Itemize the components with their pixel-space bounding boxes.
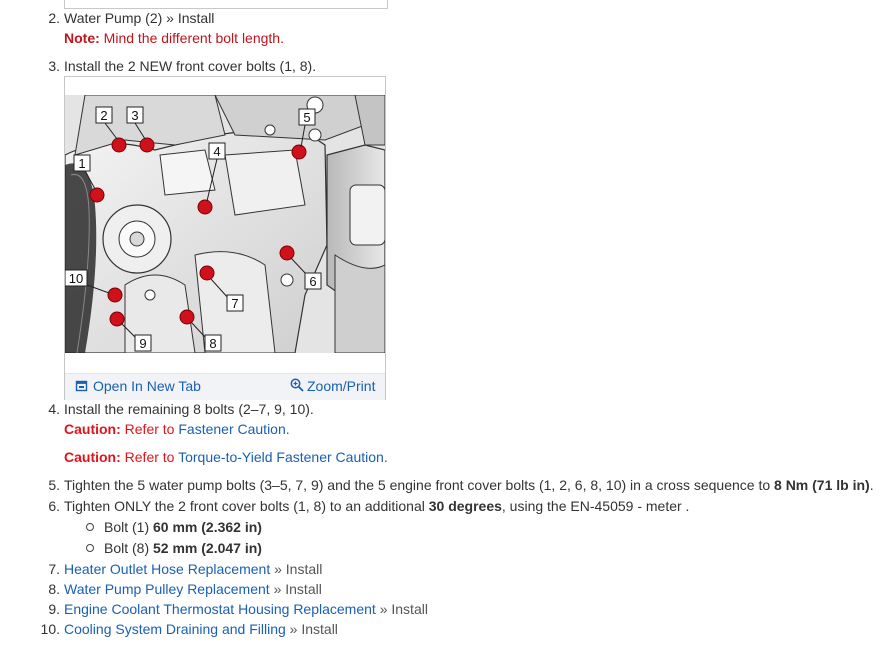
callout-4: 4 — [213, 144, 220, 159]
open-in-new-tab-label: Open In New Tab — [93, 378, 201, 394]
note-label: Note: — [64, 30, 100, 46]
callout-6: 6 — [309, 274, 316, 289]
callout-1: 1 — [78, 156, 85, 171]
step-number: 9. — [48, 601, 60, 617]
cooling-system-draining-link[interactable]: Cooling System Draining and Filling — [64, 621, 286, 637]
caution-prefix: Refer to — [124, 449, 175, 465]
step-text-a: Tighten the 5 water pump bolts (3–5, 7, … — [64, 477, 771, 493]
step-number: 2. — [48, 10, 60, 26]
caution-prefix: Refer to — [124, 421, 175, 437]
caution-suffix: . — [383, 449, 388, 465]
step-number: 7. — [48, 561, 60, 577]
torque-value: 8 Nm (71 lb in) — [774, 477, 870, 493]
torque-to-yield-caution-link[interactable]: Torque-to-Yield Fastener Caution — [178, 449, 384, 465]
install-suffix: » Install — [274, 561, 323, 577]
callout-9: 9 — [139, 336, 146, 351]
callout-2: 2 — [100, 108, 107, 123]
fastener-caution-link[interactable]: Fastener Caution — [178, 421, 286, 437]
callout-3: 3 — [131, 108, 138, 123]
step-number: 5. — [48, 477, 60, 493]
previous-figure-frame — [64, 0, 388, 9]
zoom-magnifier-icon — [290, 378, 304, 392]
step-text: Install the 2 NEW front cover bolts (1, … — [64, 58, 317, 74]
angle-value: 30 degrees — [428, 498, 502, 514]
install-suffix: » Install — [273, 581, 322, 597]
callout-5: 5 — [303, 110, 310, 125]
step-text: Install the remaining 8 bolts (2–7, 9, 1… — [64, 401, 314, 417]
engine-front-cover-diagram: 1 2 3 4 5 6 7 8 9 10 — [65, 95, 385, 353]
step-text-a: Tighten ONLY the 2 front cover bolts (1,… — [64, 498, 425, 514]
step-text-b: , using the EN-45059 - meter . — [501, 498, 690, 514]
bolt-diagram-figure: 1 2 3 4 5 6 7 8 9 10 Open I — [64, 76, 386, 400]
caution-suffix: . — [285, 421, 290, 437]
bolt-length: 60 mm (2.362 in) — [153, 519, 262, 535]
step-number: 4. — [48, 401, 60, 417]
bullet-icon — [86, 544, 94, 553]
install-suffix: » Install — [289, 621, 338, 637]
step-number: 10. — [40, 621, 60, 637]
callout-10: 10 — [69, 271, 83, 286]
bolt-callouts: 1 2 3 4 5 6 7 8 9 10 — [65, 106, 322, 352]
step-text-b: . — [869, 477, 874, 493]
step-text: Tighten the 5 water pump bolts (3–5, 7, … — [64, 475, 874, 495]
step-number: 8. — [48, 581, 60, 597]
step-text: Water Pump (2) » Install — [64, 10, 215, 26]
bolt-length: 52 mm (2.047 in) — [153, 540, 262, 556]
open-in-new-tab-button[interactable]: Open In New Tab — [75, 378, 201, 394]
open-new-tab-icon — [75, 380, 88, 392]
note-text: Mind the different bolt length. — [103, 30, 284, 46]
heater-outlet-hose-link[interactable]: Heater Outlet Hose Replacement — [64, 561, 271, 577]
thermostat-housing-link[interactable]: Engine Coolant Thermostat Housing Replac… — [64, 601, 376, 617]
callout-8: 8 — [209, 336, 216, 351]
step-text: Tighten ONLY the 2 front cover bolts (1,… — [64, 496, 689, 516]
callout-7: 7 — [231, 296, 238, 311]
zoom-print-button[interactable]: Zoom/Print — [290, 378, 375, 394]
bullet-icon — [86, 523, 94, 532]
caution-label: Caution: — [64, 421, 121, 437]
step-number: 6. — [48, 498, 60, 514]
bolt-label: Bolt (8) — [104, 540, 150, 556]
bolt-markers — [89, 137, 307, 327]
water-pump-pulley-link[interactable]: Water Pump Pulley Replacement — [64, 581, 270, 597]
figure-toolbar: Open In New Tab Zoom/Print — [65, 373, 385, 400]
zoom-print-label: Zoom/Print — [307, 378, 376, 394]
bolt-label: Bolt (1) — [104, 519, 150, 535]
caution-label: Caution: — [64, 449, 121, 465]
install-suffix: » Install — [379, 601, 428, 617]
step-number: 3. — [48, 58, 60, 74]
